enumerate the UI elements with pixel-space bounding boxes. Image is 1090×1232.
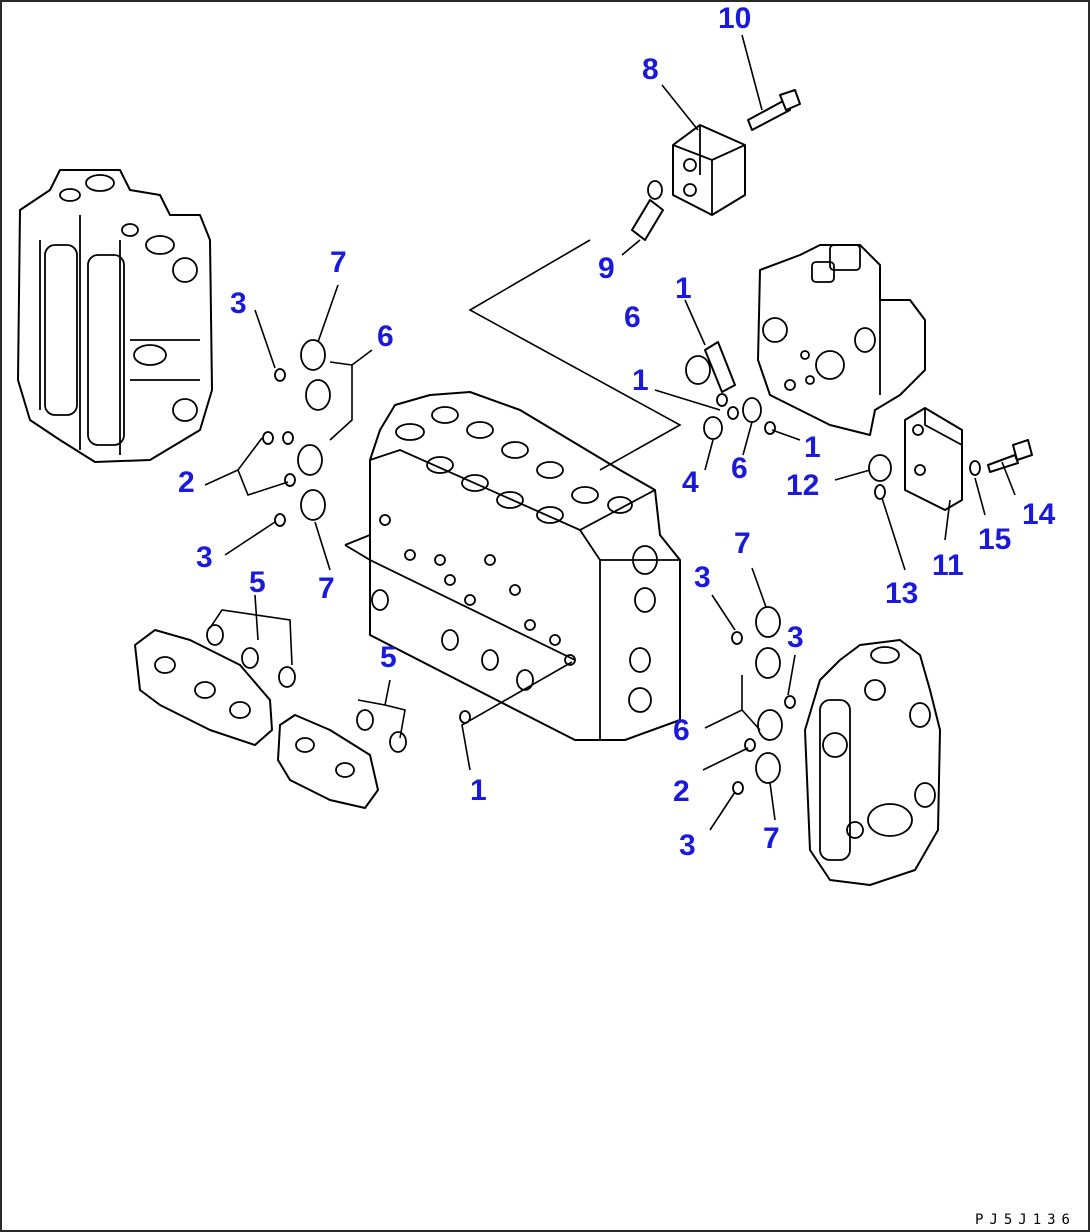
callout-13: 13	[885, 577, 918, 610]
part-15-washer	[969, 460, 981, 476]
left-end-section-housing	[17, 169, 213, 463]
callout-1: 1	[675, 272, 692, 305]
callout-3: 3	[230, 287, 247, 320]
callout-7: 7	[763, 822, 780, 855]
left-cover-upper	[134, 629, 273, 746]
part-14-bolt	[987, 439, 1033, 473]
left-cover-lower	[277, 714, 379, 809]
callout-11: 11	[932, 549, 964, 582]
callout-2: 2	[178, 466, 195, 499]
right-end-section-housing	[804, 639, 941, 886]
callout-labels: 10 8 9 7 3 6 2 3 7 5 5 1 1 6 1 4 6 1 12 …	[178, 2, 1056, 862]
part-8-block	[672, 124, 746, 216]
callout-12: 12	[786, 469, 819, 502]
drawing-code-label: PJ5J136	[974, 1212, 1076, 1228]
callout-15: 15	[978, 523, 1011, 556]
callout-1: 1	[632, 364, 649, 397]
callout-5: 5	[249, 566, 266, 599]
callout-1: 1	[470, 774, 487, 807]
callout-8: 8	[642, 53, 659, 86]
callout-2: 2	[673, 775, 690, 808]
callout-3: 3	[694, 561, 711, 594]
part-10-bolt	[747, 89, 801, 131]
callout-10: 10	[718, 2, 751, 35]
callout-6: 6	[673, 714, 690, 747]
callout-6: 6	[377, 320, 394, 353]
leader-lines	[204, 34, 1016, 831]
callout-3: 3	[679, 829, 696, 862]
callout-7: 7	[318, 572, 335, 605]
callout-1: 1	[804, 431, 821, 464]
callout-5: 5	[380, 641, 397, 674]
right-upper-section-housing	[757, 244, 926, 436]
part-9-seals	[631, 180, 664, 241]
callout-6: 6	[624, 301, 641, 334]
main-valve-block	[344, 391, 681, 741]
callout-6: 6	[731, 452, 748, 485]
callout-9: 9	[598, 252, 615, 285]
callout-7: 7	[330, 246, 347, 279]
callout-3: 3	[196, 541, 213, 574]
callout-7: 7	[734, 527, 751, 560]
callout-3: 3	[787, 621, 804, 654]
seal-rings	[206, 339, 892, 795]
callout-14: 14	[1022, 498, 1056, 531]
part-11-plate	[904, 407, 963, 511]
callout-4: 4	[682, 466, 699, 499]
